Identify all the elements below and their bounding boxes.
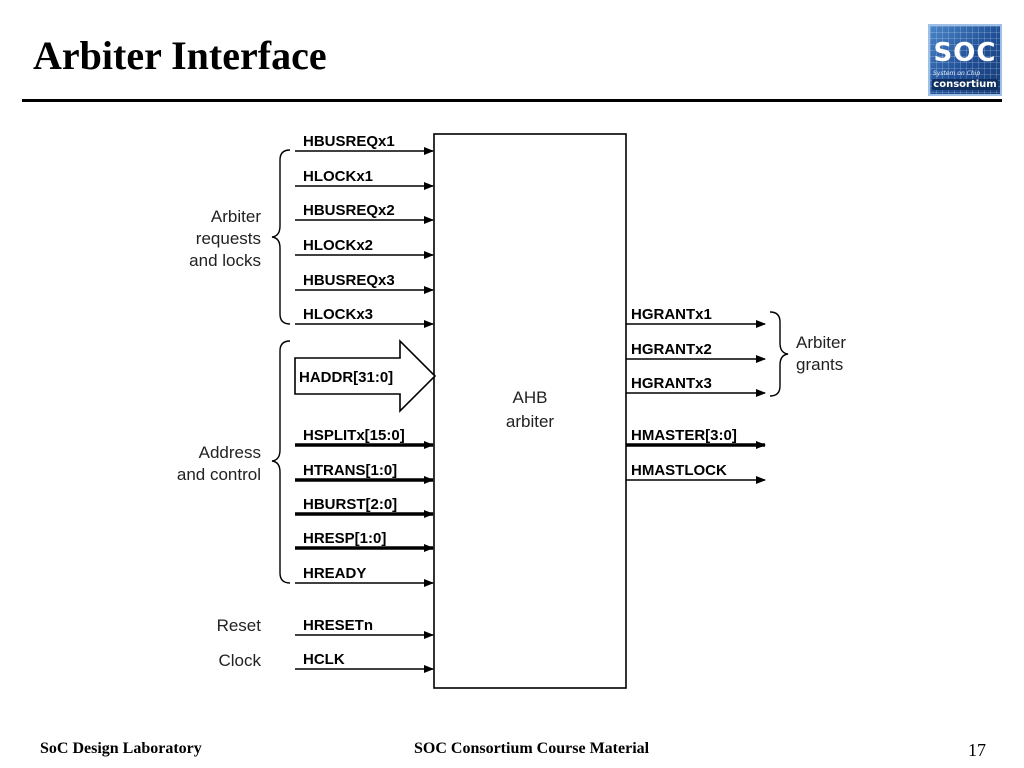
hbusreqx2-label: HBUSREQx2 xyxy=(303,202,395,219)
logo-tagline: System on Chip xyxy=(933,70,981,77)
hlockx3-label: HLOCKx3 xyxy=(303,306,373,323)
clock-group-label: Clock xyxy=(218,651,261,670)
address-group-label-1: Address xyxy=(199,443,261,462)
hmaster-label: HMASTER[3:0] xyxy=(631,427,737,444)
hlockx2-label: HLOCKx2 xyxy=(303,237,373,254)
soc-consortium-logo: SOC System on Chip consortium xyxy=(928,24,1002,96)
block-label-line2: arbiter xyxy=(506,412,555,431)
requests-group-label-2: requests xyxy=(196,229,261,248)
hready-label: HREADY xyxy=(303,565,366,582)
hlockx1-label: HLOCKx1 xyxy=(303,168,373,185)
reset-group-label: Reset xyxy=(217,616,262,635)
hbusreqx1-label: HBUSREQx1 xyxy=(303,133,395,150)
hmastlock-label: HMASTLOCK xyxy=(631,462,727,479)
haddr-label: HADDR[31:0] xyxy=(299,369,393,386)
hresp-label: HRESP[1:0] xyxy=(303,530,386,547)
hclk-label: HCLK xyxy=(303,651,345,668)
htrans-label: HTRANS[1:0] xyxy=(303,462,397,479)
hgrantx2-label: HGRANTx2 xyxy=(631,341,712,358)
footer-course: SOC Consortium Course Material xyxy=(414,740,650,757)
page-number: 17 xyxy=(968,740,986,760)
block-label-line1: AHB xyxy=(513,388,548,407)
haddr-bus-arrow xyxy=(294,339,437,413)
grants-group-label-1: Arbiter xyxy=(796,333,846,352)
logo-text: SOC xyxy=(933,38,997,68)
address-group-label-2: and control xyxy=(177,465,261,484)
grants-brace xyxy=(769,311,789,397)
hbusreqx3-label: HBUSREQx3 xyxy=(303,272,395,289)
hburst-label: HBURST[2:0] xyxy=(303,496,397,513)
address-brace xyxy=(271,340,291,584)
requests-group-label-1: Arbiter xyxy=(211,207,261,226)
slide-title: Arbiter Interface xyxy=(33,33,327,78)
requests-group-label-3: and locks xyxy=(189,251,261,270)
hgrantx3-label: HGRANTx3 xyxy=(631,375,712,392)
hgrantx1-label: HGRANTx1 xyxy=(631,306,712,323)
logo-subtext: consortium xyxy=(932,79,998,90)
ahb-arbiter-block xyxy=(433,133,627,689)
grants-group-label-2: grants xyxy=(796,355,843,374)
footer-lab: SoC Design Laboratory xyxy=(40,740,202,757)
title-divider xyxy=(22,99,1002,102)
hsplitx-label: HSPLITx[15:0] xyxy=(303,427,405,444)
hresetn-label: HRESETn xyxy=(303,617,373,634)
requests-brace xyxy=(271,149,291,325)
